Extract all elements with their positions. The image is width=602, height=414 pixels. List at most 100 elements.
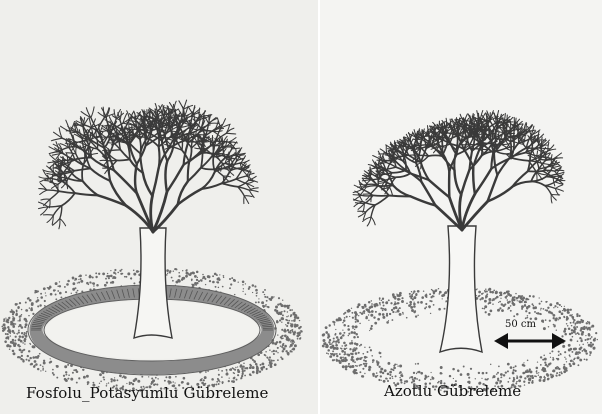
branch	[74, 169, 90, 171]
soil-dot	[501, 309, 504, 312]
soil-dot	[59, 281, 60, 282]
soil-dot	[371, 300, 373, 302]
soil-dot	[516, 375, 518, 377]
soil-dot	[3, 327, 6, 330]
soil-dot	[345, 368, 347, 370]
soil-dot	[13, 352, 16, 355]
soil-dot	[503, 374, 505, 376]
soil-dot	[63, 375, 65, 377]
soil-dot	[543, 308, 545, 310]
soil-dot	[268, 365, 269, 366]
soil-dot	[370, 349, 372, 351]
soil-dot	[558, 351, 560, 353]
soil-dot	[417, 301, 419, 303]
soil-dot	[554, 305, 556, 307]
soil-dot	[281, 335, 283, 337]
soil-dot	[218, 369, 220, 371]
soil-dot	[18, 329, 20, 331]
soil-dot	[490, 364, 491, 365]
soil-dot	[386, 378, 387, 379]
branch	[528, 171, 543, 172]
soil-dot	[260, 364, 262, 366]
soil-dot	[371, 303, 373, 305]
soil-dot	[9, 329, 11, 331]
soil-dot	[531, 376, 534, 379]
soil-dot	[299, 320, 300, 321]
soil-dot	[215, 286, 217, 288]
soil-dot	[389, 313, 391, 315]
soil-dot	[343, 358, 345, 360]
soil-dot	[529, 375, 531, 377]
soil-dot	[457, 370, 459, 372]
soil-dot	[547, 307, 549, 309]
soil-dot	[294, 314, 297, 317]
soil-dot	[28, 350, 30, 352]
soil-dot	[219, 274, 220, 275]
soil-dot	[216, 281, 218, 283]
soil-dot	[341, 348, 343, 350]
soil-dot	[204, 278, 206, 280]
soil-dot	[198, 280, 200, 282]
soil-dot	[261, 362, 264, 365]
soil-dot	[344, 348, 346, 350]
soil-dot	[537, 361, 538, 362]
soil-dot	[244, 375, 246, 377]
soil-dot	[561, 335, 563, 337]
soil-dot	[92, 282, 95, 285]
soil-dot	[528, 378, 531, 381]
soil-dot	[545, 365, 546, 366]
branch	[546, 177, 557, 179]
soil-dot	[349, 342, 351, 344]
soil-dot	[223, 275, 225, 277]
soil-dot	[346, 348, 347, 349]
soil-dot	[256, 372, 258, 374]
soil-dot	[532, 295, 534, 297]
branch	[127, 111, 130, 120]
soil-dot	[568, 327, 571, 330]
soil-dot	[273, 353, 275, 355]
soil-dot	[382, 308, 384, 310]
soil-dot	[13, 344, 14, 345]
soil-dot	[397, 310, 400, 313]
soil-dot	[359, 323, 361, 325]
soil-dot	[21, 336, 24, 339]
soil-dot	[409, 377, 410, 378]
soil-dot	[527, 360, 529, 362]
soil-dot	[20, 358, 22, 360]
branch	[555, 185, 562, 189]
soil-dot	[564, 351, 566, 353]
soil-dot	[521, 308, 523, 310]
soil-dot	[525, 298, 528, 301]
soil-dot	[33, 345, 36, 348]
soil-dot	[545, 319, 547, 321]
soil-dot	[277, 334, 278, 335]
soil-dot	[57, 290, 59, 292]
soil-dot	[16, 333, 17, 334]
branch	[143, 173, 153, 196]
soil-dot	[208, 275, 210, 277]
soil-dot	[216, 381, 218, 383]
soil-dot	[588, 323, 590, 325]
soil-dot	[389, 377, 391, 379]
soil-dot	[3, 323, 6, 326]
soil-dot	[359, 345, 361, 347]
soil-dot	[393, 369, 395, 371]
soil-dot	[379, 304, 381, 306]
soil-dot	[566, 317, 569, 320]
soil-dot	[348, 333, 350, 335]
soil-dot	[45, 295, 46, 296]
soil-dot	[35, 363, 38, 366]
soil-dot	[55, 282, 58, 285]
soil-dot	[178, 272, 180, 274]
soil-dot	[291, 329, 293, 331]
soil-dot	[261, 301, 264, 304]
soil-dot	[280, 356, 282, 358]
soil-dot	[359, 371, 361, 373]
branch	[62, 193, 75, 206]
soil-dot	[203, 379, 205, 381]
soil-dot	[573, 358, 575, 360]
soil-dot	[556, 372, 558, 374]
soil-dot	[92, 276, 94, 278]
soil-dot	[353, 336, 356, 339]
soil-dot	[580, 346, 582, 348]
